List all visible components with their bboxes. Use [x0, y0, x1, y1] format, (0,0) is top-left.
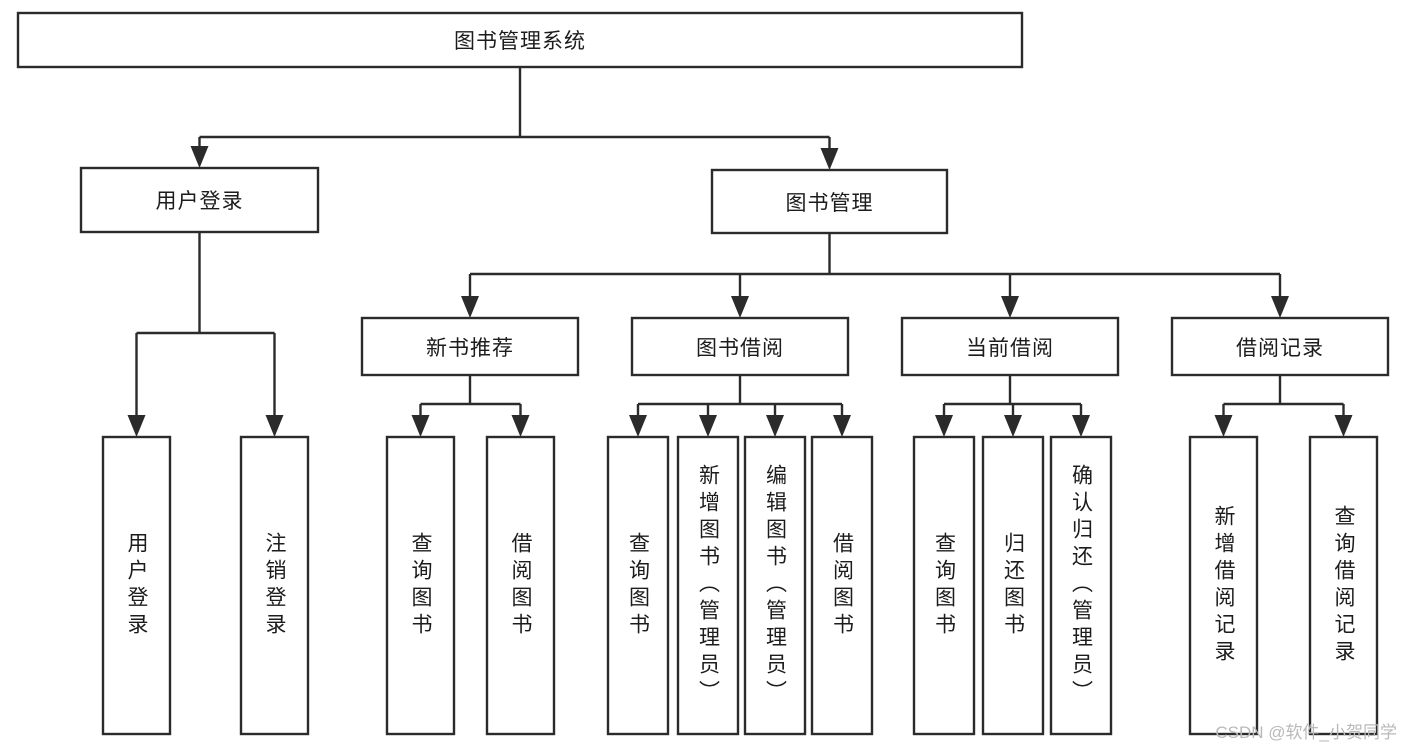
leaf-box-查询图书[interactable]	[606, 435, 670, 736]
arrow-head-icon-图书管理	[820, 148, 839, 170]
leaf-box-查询图书[interactable]	[385, 435, 456, 736]
arrow-head-icon-查询图书	[935, 415, 953, 437]
arrow-head-icon-确认归还管理员	[1072, 415, 1090, 437]
arrow-head-icon-用户登录	[190, 146, 209, 168]
leaf-box-编辑图书管理员[interactable]	[743, 435, 807, 736]
leaf-box-借阅图书[interactable]	[810, 435, 874, 736]
leaf-box-查询图书[interactable]	[912, 435, 976, 736]
leaf-box-归还图书[interactable]	[981, 435, 1045, 736]
arrow-head-icon-编辑图书管理员	[766, 415, 784, 437]
arrow-head-icon-借阅记录	[1271, 296, 1289, 318]
arrow-head-icon-新书推荐	[461, 296, 479, 318]
arrow-head-icon-新增图书管理员	[699, 415, 717, 437]
arrow-head-icon-借阅图书	[833, 415, 851, 437]
arrow-head-icon-查询图书	[411, 415, 430, 437]
level3-box-借阅记录[interactable]	[1170, 316, 1390, 377]
arrow-head-icon-查询图书	[629, 415, 647, 437]
level3-box-当前借阅[interactable]	[900, 316, 1120, 377]
arrow-head-icon-查询借阅记录	[1334, 415, 1353, 437]
level3-box-新书推荐[interactable]	[360, 316, 580, 377]
arrow-head-icon-注销登录	[265, 415, 284, 437]
leaf-box-确认归还管理员[interactable]	[1049, 435, 1113, 736]
leaf-box-用户登录[interactable]	[101, 435, 172, 736]
arrow-head-icon-归还图书	[1004, 415, 1022, 437]
level2-box-用户登录[interactable]	[79, 166, 320, 234]
arrow-head-icon-新增借阅记录	[1214, 415, 1233, 437]
leaf-box-查询借阅记录[interactable]	[1308, 435, 1379, 736]
leaf-box-新增图书管理员[interactable]	[676, 435, 740, 736]
level2-box-图书管理[interactable]	[710, 168, 949, 235]
root-box-图书管理系统[interactable]	[16, 11, 1024, 69]
leaf-box-注销登录[interactable]	[239, 435, 310, 736]
leaf-box-借阅图书[interactable]	[485, 435, 556, 736]
leaf-box-新增借阅记录[interactable]	[1188, 435, 1259, 736]
arrow-head-icon-图书借阅	[731, 296, 749, 318]
level3-box-图书借阅[interactable]	[630, 316, 850, 377]
arrow-head-icon-当前借阅	[1001, 296, 1019, 318]
arrow-head-icon-借阅图书	[511, 415, 530, 437]
arrow-head-icon-用户登录	[127, 415, 146, 437]
